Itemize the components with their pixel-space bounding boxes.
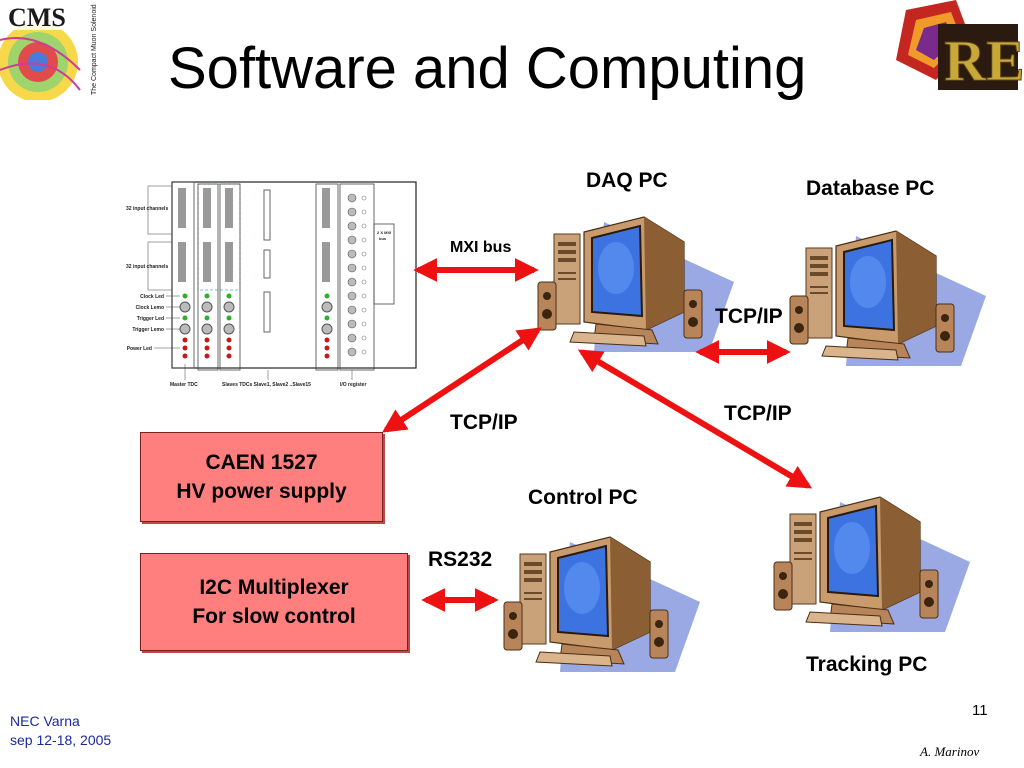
page-number: 11 (972, 702, 988, 719)
crate-label-io-register: I/O register (340, 382, 366, 388)
crate-label-master-tdc: Master TDC (170, 382, 198, 388)
mxi-bus-label: MXI bus (450, 239, 512, 256)
cms-logo: CMS The Compact Muon Solenoid (0, 0, 102, 102)
tdc-crate-diagram: 32 input channels 32 input channels 2 X … (118, 176, 420, 396)
caen-box-line2: HV power supply (176, 480, 347, 503)
daq-caen-arrow (381, 327, 543, 433)
cms-logo-vertical-text: The Compact Muon Solenoid (91, 4, 98, 95)
crate-label-trigger-lemo: Trigger Lemo (132, 327, 164, 333)
crate-label-clock-led: Clock Led (140, 294, 164, 300)
caen-box-line1: CAEN 1527 (205, 450, 318, 474)
tcpip-database-label: TCP/IP (715, 305, 783, 328)
crate-label-trigger-led: Trigger Led (137, 316, 164, 322)
i2c-box-line2: For slow control (192, 605, 356, 628)
database-pc-label: Database PC (806, 177, 935, 200)
footer-venue: NEC Varna sep 12-18, 2005 (10, 712, 111, 750)
control-pc-label: Control PC (528, 486, 638, 509)
footer-line2: sep 12-18, 2005 (10, 731, 112, 748)
re-logo: RE (896, 0, 1024, 98)
tcpip-tracking-label: TCP/IP (724, 402, 792, 425)
i2c-box-line1: I2C Multiplexer (199, 575, 349, 599)
i2c-multiplexer-box: I2C Multiplexer For slow control (140, 553, 408, 651)
crate-label-slaves: Slaves TDCs Slave1, Slave2 ..Slave15 (222, 382, 311, 388)
tcpip-caen-label: TCP/IP (450, 411, 518, 434)
cms-logo-text: CMS (8, 3, 66, 32)
daq-tracking-arrow (577, 349, 813, 489)
crate-label-ch-top: 32 input channels (126, 206, 168, 212)
rs232-label: RS232 (428, 548, 493, 571)
author-name: A. Marinov (920, 744, 980, 759)
crate-label-power-led: Power Led (127, 346, 152, 352)
re-logo-text: RE (944, 28, 1024, 93)
caen-hv-box: CAEN 1527 HV power supply (140, 432, 383, 522)
crate-label-clock-lemo: Clock Lemo (136, 305, 164, 311)
mxi-module-label-2: bus (379, 236, 387, 241)
mxi-module-label-1: 2 X MXI (377, 230, 391, 235)
daq-pc-label: DAQ PC (586, 169, 668, 192)
slide-title: Software and Computing (168, 36, 807, 101)
tracking-pc-label: Tracking PC (806, 653, 928, 676)
footer-line1: NEC Varna (10, 713, 80, 729)
crate-label-ch-bottom: 32 input channels (126, 264, 168, 270)
